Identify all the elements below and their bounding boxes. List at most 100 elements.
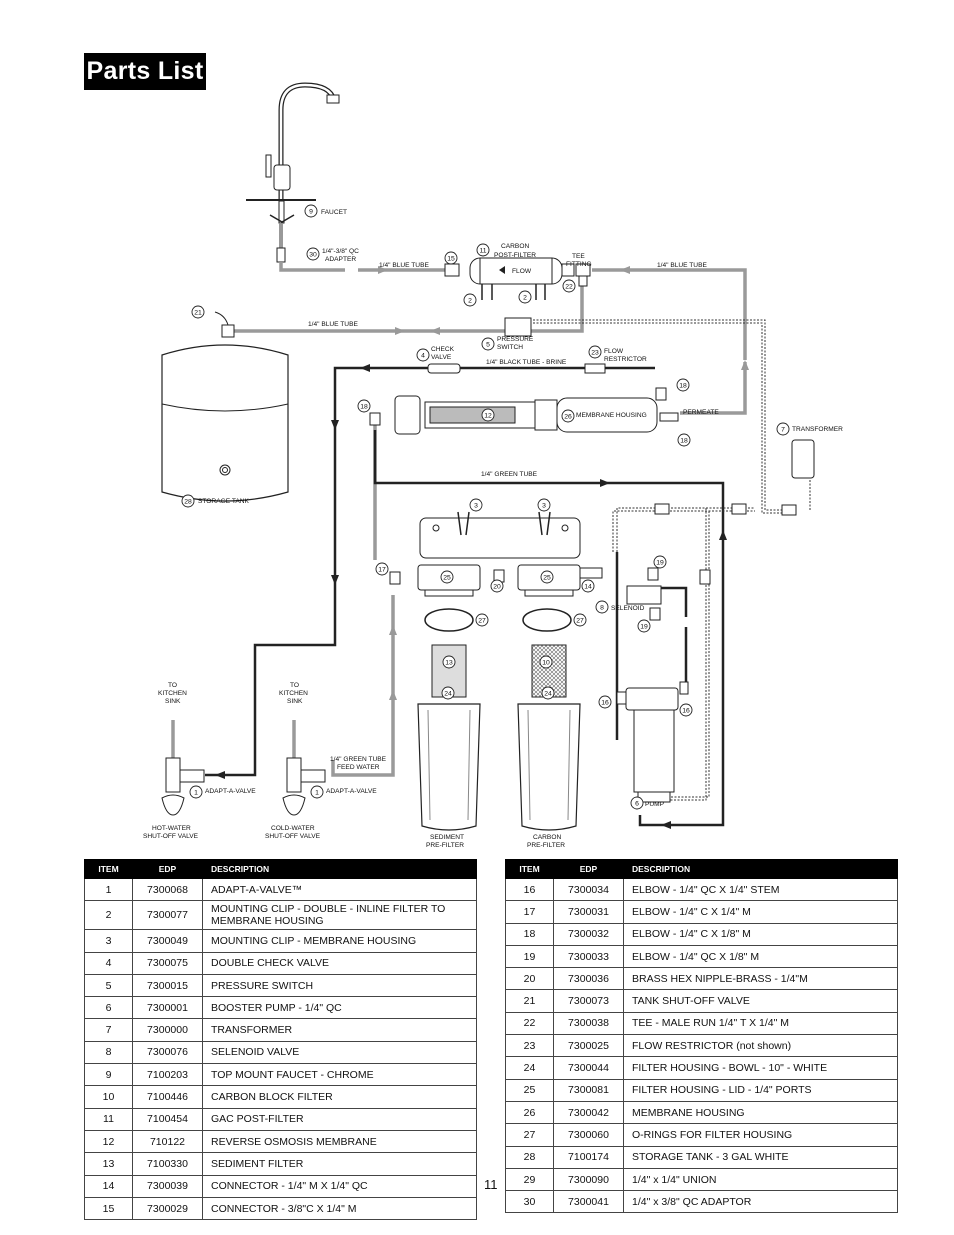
cell-item: 17: [505, 900, 554, 924]
cell-edp: 7100446: [132, 1085, 203, 1109]
svg-text:SWITCH: SWITCH: [497, 344, 523, 351]
svg-text:SHUT-OFF VALVE: SHUT-OFF VALVE: [265, 833, 321, 840]
svg-text:28: 28: [184, 498, 192, 505]
cell-item: 11: [84, 1107, 133, 1131]
svg-text:18: 18: [679, 382, 687, 389]
cell-description: FILTER HOUSING - BOWL - 10" - WHITE: [623, 1056, 898, 1080]
col-description: DESCRIPTION: [623, 859, 898, 879]
svg-text:21: 21: [194, 309, 202, 316]
svg-text:1/4" BLACK TUBE - BRINE: 1/4" BLACK TUBE - BRINE: [486, 359, 567, 366]
page-title: Parts List: [84, 53, 206, 90]
cell-edp: 7300031: [553, 900, 624, 924]
cell-edp: 7300049: [132, 929, 203, 953]
svg-text:KITCHEN: KITCHEN: [158, 690, 187, 697]
cell-description: ELBOW - 1/4" C X 1/4" M: [623, 900, 898, 924]
svg-text:1: 1: [194, 789, 198, 796]
svg-text:1: 1: [315, 789, 319, 796]
callout-20: 20: [490, 579, 504, 593]
cell-item: 13: [84, 1152, 133, 1176]
callout-1: 1: [310, 785, 324, 799]
cell-item: 10: [84, 1085, 133, 1109]
callout-17: 17: [375, 562, 389, 576]
svg-text:SINK: SINK: [287, 698, 303, 705]
svg-text:TO: TO: [168, 682, 177, 689]
svg-text:TEE: TEE: [572, 253, 585, 260]
cell-item: 5: [84, 973, 133, 998]
cell-edp: 7300000: [132, 1018, 203, 1042]
svg-text:HOT-WATER: HOT-WATER: [152, 825, 191, 832]
tank-valve: [214, 311, 235, 338]
cell-description: SEDIMENT FILTER: [202, 1152, 477, 1176]
pump-drawing: [616, 681, 689, 803]
cell-item: 24: [505, 1056, 554, 1080]
svg-text:COLD-WATER: COLD-WATER: [271, 825, 315, 832]
callout-19: 19: [637, 619, 651, 633]
cell-edp: 7300038: [553, 1011, 624, 1036]
cell-description: PRESSURE SWITCH: [202, 973, 477, 998]
svg-text:FLOW: FLOW: [604, 348, 624, 355]
cell-item: 7: [84, 1018, 133, 1042]
svg-text:TRANSFORMER: TRANSFORMER: [792, 426, 843, 433]
cell-edp: 7100174: [553, 1145, 624, 1169]
cell-edp: 7300075: [132, 951, 203, 975]
callout-13: 13: [442, 655, 456, 669]
svg-text:27: 27: [478, 617, 486, 624]
svg-text:9: 9: [309, 208, 313, 215]
cell-description: SELENOID VALVE: [202, 1040, 477, 1065]
svg-text:18: 18: [680, 437, 688, 444]
electrical-wiring: [533, 319, 811, 801]
cell-edp: 7300025: [553, 1034, 624, 1058]
svg-text:5: 5: [486, 341, 490, 348]
diagram-labels: FAUCET 1/4"-3/8" QC ADAPTER 1/4" BLUE TU…: [143, 209, 843, 849]
svg-text:15: 15: [447, 255, 455, 262]
callout-14: 14: [581, 579, 595, 593]
cell-edp: 7300073: [553, 989, 624, 1013]
cell-description: BRASS HEX NIPPLE-BRASS - 1/4"M: [623, 967, 898, 991]
cell-edp: 7300029: [132, 1196, 203, 1221]
cell-edp: 7100203: [132, 1063, 203, 1087]
cell-description: REVERSE OSMOSIS MEMBRANE: [202, 1129, 477, 1154]
cell-edp: 7300015: [132, 973, 203, 998]
cell-edp: 7300076: [132, 1040, 203, 1065]
callout-15: 15: [444, 251, 458, 265]
cell-item: 8: [84, 1040, 133, 1065]
blue-tube-lines: [171, 262, 747, 777]
svg-text:19: 19: [640, 623, 648, 630]
svg-text:CARBON: CARBON: [533, 834, 561, 841]
svg-text:6: 6: [635, 800, 639, 807]
cell-edp: 7300081: [553, 1078, 624, 1102]
svg-text:PRESSURE: PRESSURE: [497, 336, 534, 343]
mounting-bracket: [419, 511, 581, 559]
cell-description: 1/4" x 1/4" UNION: [623, 1167, 898, 1192]
cell-description: MEMBRANE HOUSING: [623, 1100, 898, 1125]
cell-item: 21: [505, 989, 554, 1013]
storage-tank-drawing: [161, 344, 289, 502]
svg-text:19: 19: [656, 559, 664, 566]
callout-25: 25: [440, 570, 454, 584]
svg-text:SELENOID: SELENOID: [611, 605, 645, 612]
col-item: ITEM: [505, 859, 554, 879]
svg-text:3: 3: [542, 502, 546, 509]
col-edp: EDP: [132, 859, 203, 879]
filter-lids: [389, 564, 603, 597]
cell-edp: 7300036: [553, 967, 624, 991]
black-tube-lines: [205, 366, 725, 827]
cell-item: 27: [505, 1123, 554, 1147]
svg-text:CARBON: CARBON: [501, 243, 529, 250]
svg-text:12: 12: [484, 412, 492, 419]
svg-text:11: 11: [479, 247, 486, 254]
plumbing-diagram: 1122334567891011121314151616171818181919…: [143, 82, 843, 849]
cell-description: CARBON BLOCK FILTER: [202, 1085, 477, 1109]
